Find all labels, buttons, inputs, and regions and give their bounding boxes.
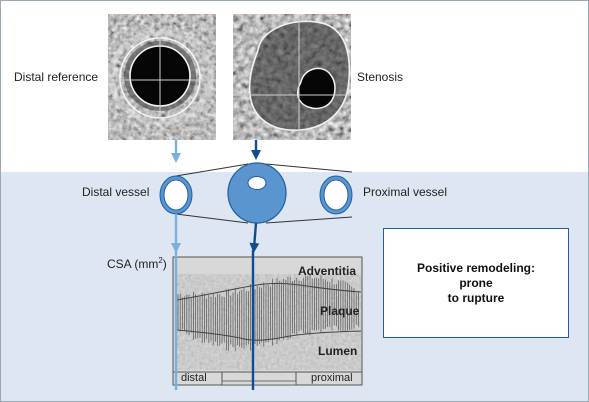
label-csa: CSA (mm2) bbox=[107, 256, 167, 271]
stenosis-vessel-cross-section bbox=[227, 162, 287, 224]
label-proximal-scale: proximal bbox=[311, 372, 353, 384]
label-csa-superscript: 2 bbox=[158, 256, 163, 265]
proximal-vessel-cross-section bbox=[319, 175, 353, 215]
note-line-1: Positive remodeling: bbox=[416, 260, 536, 275]
label-distal-reference: Distal reference bbox=[14, 70, 99, 84]
ivus-distal-reference-image bbox=[108, 14, 216, 140]
label-lumen: Lumen bbox=[318, 344, 358, 358]
taper-line-bottom-left bbox=[175, 213, 249, 224]
taper-line-top-left bbox=[175, 163, 249, 177]
label-csa-prefix: CSA (mm bbox=[107, 257, 159, 271]
label-csa-suffix: ) bbox=[162, 257, 167, 271]
remodeling-note-box: Positive remodeling: prone to rupture bbox=[383, 228, 569, 338]
csa-plot-area bbox=[177, 274, 361, 370]
label-plaque: Plaque bbox=[320, 304, 360, 318]
note-line-3: to rupture bbox=[447, 290, 505, 305]
label-proximal-vessel: Proximal vessel bbox=[363, 185, 448, 199]
stenosis-arrow-lower bbox=[249, 222, 260, 253]
distal-vessel-cross-section bbox=[159, 175, 193, 215]
label-distal-scale: distal bbox=[181, 372, 207, 384]
label-stenosis: Stenosis bbox=[357, 70, 404, 84]
csa-scale-middle-bar bbox=[221, 380, 297, 386]
label-adventitia: Adventitia bbox=[298, 264, 357, 278]
label-distal-vessel: Distal vessel bbox=[82, 185, 150, 199]
note-line-2: prone bbox=[459, 275, 493, 290]
ivus-stenosis-image bbox=[233, 14, 351, 140]
taper-line-bottom-right bbox=[265, 216, 353, 224]
taper-line-top-right bbox=[265, 163, 353, 173]
